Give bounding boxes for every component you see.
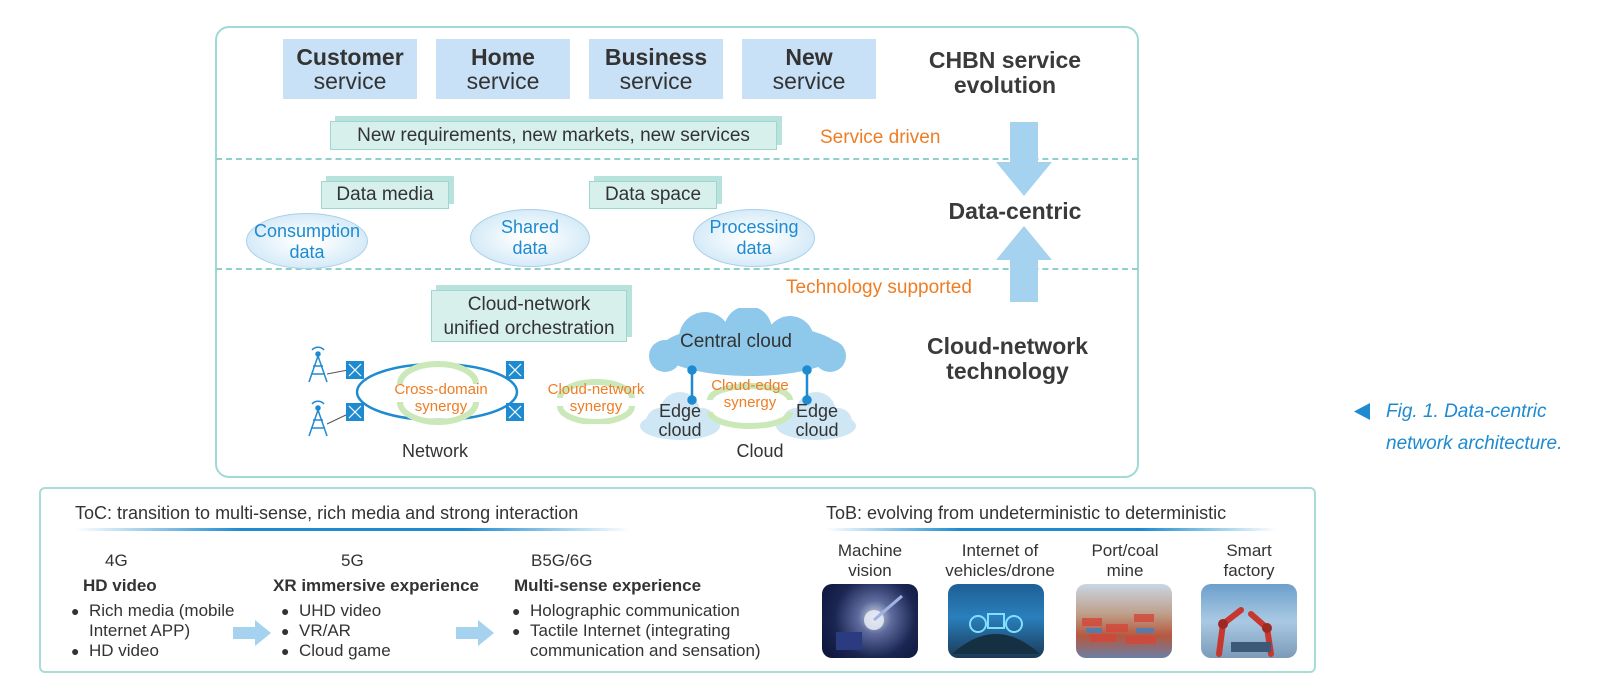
gen-6g-list: Holographic communication Tactile Intern… (512, 601, 792, 661)
cloud-edge-cycle-icon (707, 383, 793, 429)
progression-arrow-icon (456, 620, 494, 646)
caption-pointer-icon (1354, 403, 1370, 420)
gen-5g-list: UHD video VR/AR Cloud game (281, 601, 441, 661)
list-item: Rich media (mobile Internet APP) (71, 601, 251, 641)
service-driven-label: Service driven (820, 127, 941, 148)
gen-4g-label: 4G (105, 551, 128, 570)
data-media-box: Data media (321, 181, 449, 209)
layer-divider-bottom (216, 268, 1138, 270)
gen-5g-label: 5G (341, 551, 364, 570)
use-case-panel (39, 487, 1316, 673)
progression-arrow-icon (233, 620, 271, 646)
list-item: HD video (71, 641, 251, 661)
layer-divider-top (216, 158, 1138, 160)
port-coal-mine-image (1076, 584, 1172, 658)
gen-4g-title: HD video (83, 576, 157, 595)
cloud-label: Cloud (736, 441, 784, 461)
central-cloud-icon (649, 308, 846, 376)
list-item: Tactile Internet (integrating communicat… (512, 621, 792, 661)
antenna-icon (308, 346, 328, 383)
data-centric-label: Data-centric (948, 198, 1082, 224)
cloud-network-cycle-icon (557, 379, 635, 424)
up-arrow-icon (996, 226, 1052, 302)
central-cloud-label: Central cloud (680, 331, 792, 352)
architecture-frame (215, 26, 1139, 478)
machine-vision-image (822, 584, 918, 658)
gen-6g-title: Multi-sense experience (514, 576, 702, 595)
technology-supported-label: Technology supported (786, 277, 972, 298)
gen-4g-list: Rich media (mobile Internet APP) HD vide… (71, 601, 251, 661)
vehicles-drone-image (948, 584, 1044, 658)
requirements-box: New requirements, new markets, new servi… (330, 121, 777, 150)
list-item: UHD video (281, 601, 441, 621)
network-topology (308, 346, 524, 437)
list-item: Holographic communication (512, 601, 792, 621)
gen-5g-title: XR immersive experience (273, 576, 480, 595)
layer-arrows (996, 122, 1052, 302)
list-item: Cloud game (281, 641, 441, 661)
network-label: Network (401, 441, 468, 461)
data-space-box: Data space (589, 181, 717, 209)
cycle-arrows-icon (397, 361, 479, 425)
tob-title: ToB: evolving from undeterministic to de… (826, 503, 1227, 523)
list-item: VR/AR (281, 621, 441, 641)
cloud-drawing (640, 308, 856, 440)
antenna-icon (308, 400, 328, 437)
down-arrow-icon (996, 122, 1052, 196)
toc-title: ToC: transition to multi-sense, rich med… (75, 503, 579, 523)
tob-underline (826, 528, 1276, 531)
gen-6g-label: B5G/6G (531, 551, 593, 570)
smart-factory-image (1201, 584, 1297, 658)
toc-underline (75, 528, 630, 531)
